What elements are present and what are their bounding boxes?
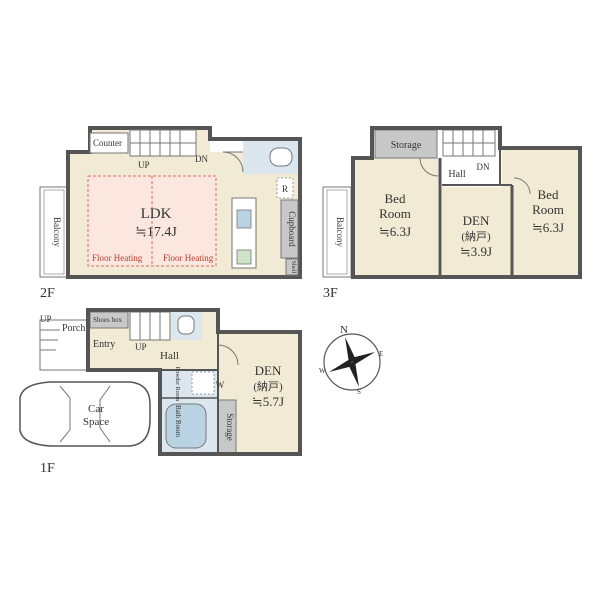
compass: N E S W <box>319 324 383 396</box>
den-3f-size: ≒3.9J <box>460 244 492 259</box>
floor-2f: Counter UP DN LDK ≒17.4J Floor Heating F… <box>39 126 302 301</box>
compass-s: S <box>357 388 361 396</box>
stairs-down-label: DN <box>195 154 208 164</box>
compass-e: E <box>379 350 383 358</box>
den-1f-sub: (納戸) <box>253 380 283 393</box>
bed-room-2-name: Room <box>532 202 564 217</box>
balcony-3f <box>322 186 352 278</box>
cupboard <box>280 199 299 259</box>
den-3f <box>442 187 512 277</box>
bed-room-1-size: ≒6.3J <box>379 224 411 239</box>
floor-label-2f: 2F <box>40 286 55 301</box>
shelf <box>285 258 299 276</box>
porch-label: Porch <box>62 323 85 334</box>
stairs-up-label: UP <box>135 342 147 352</box>
floor-3f: Storage Hall DN Bed Room ≒6.3J DEN (納戸) … <box>322 126 582 301</box>
den-1f-size: ≒5.7J <box>252 394 284 409</box>
car-space-label: Space <box>83 416 109 428</box>
bed-room-1 <box>353 158 438 277</box>
stove-icon <box>236 249 252 265</box>
car-space <box>19 381 151 447</box>
storage-label: Storage <box>225 413 235 441</box>
floor-heating-label: Floor Heating <box>163 253 214 263</box>
floor-label-3f: 3F <box>323 286 338 301</box>
ldk-name: LDK <box>141 206 172 222</box>
compass-w: W <box>319 367 326 375</box>
fridge-label: R <box>282 184 288 194</box>
hall-label: Hall <box>448 169 465 180</box>
bed-room-2 <box>502 148 579 277</box>
floor-heating-label: Floor Heating <box>92 253 143 263</box>
stairs-2f <box>129 129 197 157</box>
balcony-label: Balcony <box>52 217 62 247</box>
sink-icon <box>236 209 252 229</box>
bed-room-1-name: Room <box>379 206 411 221</box>
fridge-space <box>276 177 294 199</box>
stairs-up-label: UP <box>138 160 150 170</box>
compass-ring <box>323 333 381 391</box>
shoes-box-label: Shoes box <box>93 316 122 324</box>
balcony-label: Balcony <box>335 217 345 247</box>
storage-3f <box>374 129 438 159</box>
den-3f-name: DEN <box>463 213 490 228</box>
car-space-label: Car <box>88 403 104 415</box>
hall-label: Hall <box>160 350 179 362</box>
storage-label: Storage <box>391 140 422 151</box>
den-3f-sub: (納戸) <box>461 230 491 243</box>
den-1f-name: DEN <box>255 363 282 378</box>
floor-1f: UP Porch Shoes box Entry UP Hall Powder … <box>19 308 302 476</box>
counter-label: Counter <box>93 138 122 148</box>
counter <box>89 132 129 154</box>
washer-label: W <box>216 380 225 390</box>
washer-space <box>191 371 215 395</box>
bathtub-icon <box>165 403 207 449</box>
cupboard-label: Cupboard <box>287 211 297 247</box>
ldk-size: ≒17.4J <box>135 225 177 240</box>
balcony-2f <box>39 186 69 278</box>
toilet-icon <box>177 315 195 335</box>
bed-room-2-size: ≒6.3J <box>532 220 564 235</box>
powder-room-label: Powder Room <box>174 367 180 402</box>
stairs-down-label: DN <box>477 162 490 172</box>
bed-room-2-name: Bed <box>538 187 559 202</box>
toilet-icon <box>269 147 293 167</box>
bed-room-1-name: Bed <box>385 191 406 206</box>
floor-label-1f: 1F <box>40 461 55 476</box>
compass-arrow-n <box>345 337 356 363</box>
car-icon <box>19 381 151 447</box>
shelf-label: Shelf <box>290 261 297 274</box>
outside-up-label: UP <box>40 314 52 324</box>
bath-room-label: Bath Room <box>174 405 182 438</box>
stairs-3f <box>442 129 496 157</box>
compass-n: N <box>340 324 348 336</box>
entry-label: Entry <box>93 339 115 350</box>
stairs-1f <box>129 311 171 341</box>
